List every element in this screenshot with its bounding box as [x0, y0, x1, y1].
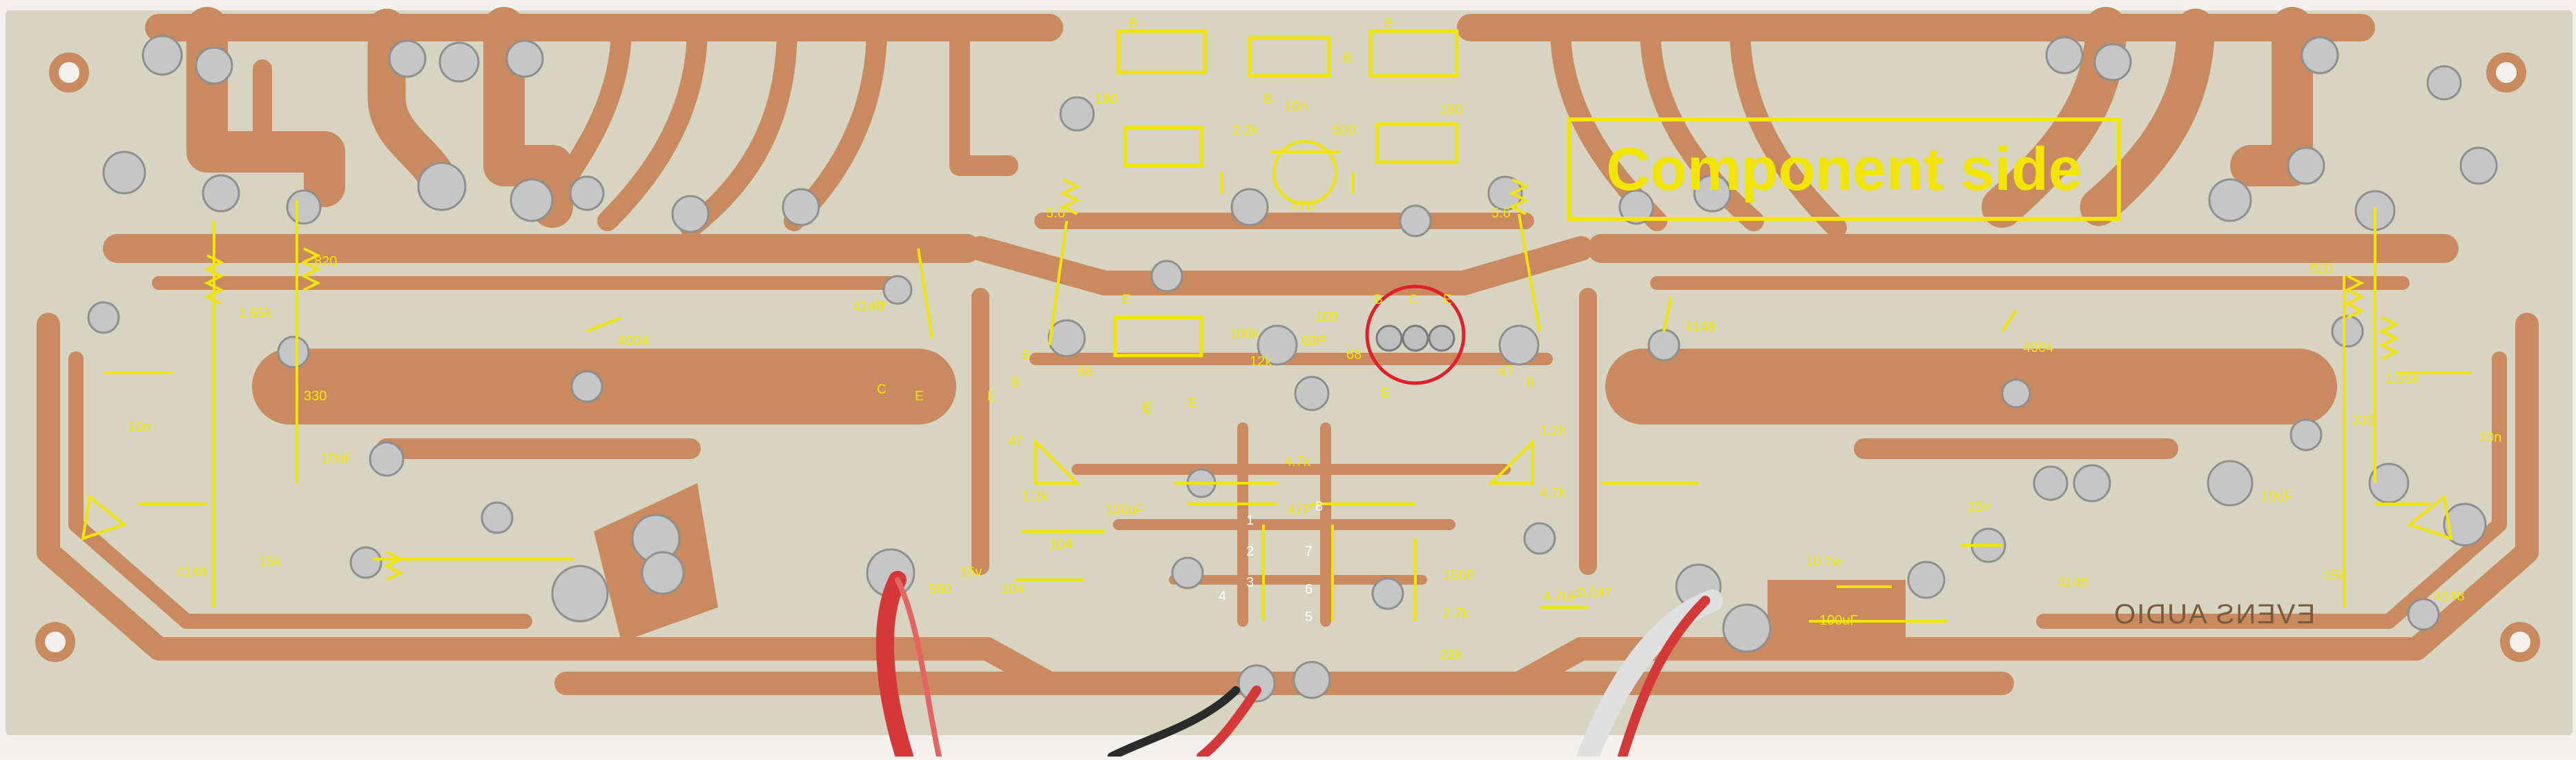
- component-value-label: 47: [1498, 364, 1513, 380]
- pin-letter-label: C: [1143, 400, 1152, 414]
- component-value-label: 10uF: [321, 451, 353, 466]
- component-value-label: 100k: [1229, 327, 1259, 342]
- component-value-label: 10n: [128, 420, 151, 435]
- copper-traces: [37, 7, 2539, 695]
- component-value-label: 1.65k: [238, 306, 273, 321]
- component-value-label: 4.7k: [1540, 485, 1567, 500]
- pin-letter-label: B: [1011, 376, 1020, 390]
- caption-text: Component side: [1606, 135, 2082, 203]
- component-value-label: 0.047: [1578, 585, 1612, 601]
- component-value-label: 15k: [259, 554, 282, 569]
- pin-letter-label: B: [1343, 51, 1352, 66]
- mounting-holes: [35, 52, 2540, 662]
- component-value-label: 100uF: [1105, 503, 1144, 518]
- pin-letter-label: B: [1526, 376, 1535, 390]
- pin-letter-label: B: [1129, 17, 1138, 31]
- copper-pad-right: [1768, 580, 1906, 642]
- component-value-label: 5.6: [1046, 206, 1065, 221]
- component-value-label: 330: [2351, 413, 2374, 428]
- pin-letter-label: E: [1443, 293, 1452, 307]
- pin-letter-label: B: [1022, 348, 1031, 362]
- pin-letter-label: E: [1122, 293, 1131, 307]
- component-value-label: 68P: [1301, 333, 1326, 349]
- component-value-label: 4148: [176, 565, 207, 580]
- ic-pin-number: 4: [1219, 589, 1226, 604]
- component-value-label: 150P: [1443, 568, 1475, 583]
- component-value-label: 47P: [1288, 503, 1313, 518]
- pin-letter-label: E: [915, 389, 924, 404]
- pin-letter-label: B: [1374, 293, 1383, 307]
- component-value-label: 180: [1440, 102, 1462, 117]
- pin-letter-label: C: [877, 382, 887, 397]
- ic-pin-number: 1: [1246, 513, 1254, 528]
- transistor-highlighted: [1375, 324, 1455, 352]
- pin-letter-label: B: [1384, 17, 1393, 31]
- component-value-label: 560: [929, 582, 951, 597]
- pin-letter-label: E: [987, 389, 996, 404]
- component-value-label: 5.6: [1491, 206, 1511, 221]
- component-value-label: 68: [1346, 347, 1362, 362]
- component-value-label: 330: [304, 389, 327, 404]
- component-value-label: 100uF: [1819, 613, 1859, 628]
- component-value-label: 500: [1333, 123, 1355, 138]
- component-value-label: 10uF: [2261, 489, 2293, 504]
- component-value-label: 15v: [960, 565, 982, 580]
- component-value-label: 820: [2309, 261, 2332, 276]
- component-value-label: 1.2k: [1022, 489, 1049, 504]
- component-value-label: 4148: [1685, 320, 1716, 335]
- pin-letter-label: E: [1381, 386, 1390, 400]
- component-value-label: 4.7k: [1284, 454, 1311, 469]
- ic-pin-number: 5: [1305, 610, 1313, 625]
- component-value-label: 100: [1315, 309, 1338, 324]
- component-value-label: 2.2k: [1232, 123, 1259, 138]
- pin-letter-label: C: [1408, 293, 1418, 307]
- ic-pin-number: 3: [1246, 575, 1254, 590]
- component-value-label: 10 2w: [1805, 554, 1843, 569]
- ic-pin-number: 6: [1305, 582, 1313, 597]
- pin-letter-label: B: [1263, 92, 1272, 107]
- component-value-label: 4.7uF: [1543, 589, 1578, 604]
- component-value-label: 104: [1049, 537, 1072, 552]
- component-value-label: 104: [1001, 582, 1024, 597]
- pin-letter-label: C: [1143, 403, 1152, 418]
- component-value-label: 12k: [1250, 354, 1272, 369]
- ic-pin-number: 7: [1305, 544, 1313, 559]
- component-value-label: 4004: [618, 333, 649, 349]
- solder-joints: [87, 35, 2498, 703]
- ic-pin-number: 2: [1246, 544, 1254, 559]
- board-silkscreen: EVENS AUDIO: [2113, 599, 2316, 630]
- component-value-label: 10n: [1284, 99, 1307, 114]
- pin-letter-label: E: [1188, 396, 1197, 411]
- component-value-label: 47: [1008, 433, 1023, 449]
- caption-box: Component side: [1567, 117, 2121, 221]
- highlight-circle: [1365, 284, 1466, 385]
- component-value-label: 2.7k: [1443, 606, 1470, 621]
- component-value-label: 4148: [2057, 575, 2089, 590]
- component-value-label: 1.65k: [2385, 371, 2420, 387]
- component-value-label: 180: [1094, 92, 1117, 107]
- component-value-label: 22k: [1440, 647, 1462, 663]
- component-value-label: 4004: [2023, 340, 2054, 355]
- component-value-label: 1.2k: [1540, 423, 1567, 438]
- component-value-label: 4148: [853, 299, 884, 314]
- component-value-label: 820: [314, 254, 337, 269]
- component-value-label: 68: [1077, 364, 1092, 380]
- component-value-label: 4148: [2434, 589, 2465, 604]
- component-value-label: 15v: [1968, 499, 1990, 514]
- component-value-label: 470: [1291, 199, 1314, 214]
- component-value-label: -Y: [873, 299, 887, 314]
- component-annotations: [81, 29, 2472, 623]
- component-value-label: 10n: [2479, 430, 2501, 445]
- wires: [875, 571, 1723, 760]
- component-value-label: 15k: [2323, 568, 2346, 583]
- ic-pin-number: 8: [1315, 499, 1323, 514]
